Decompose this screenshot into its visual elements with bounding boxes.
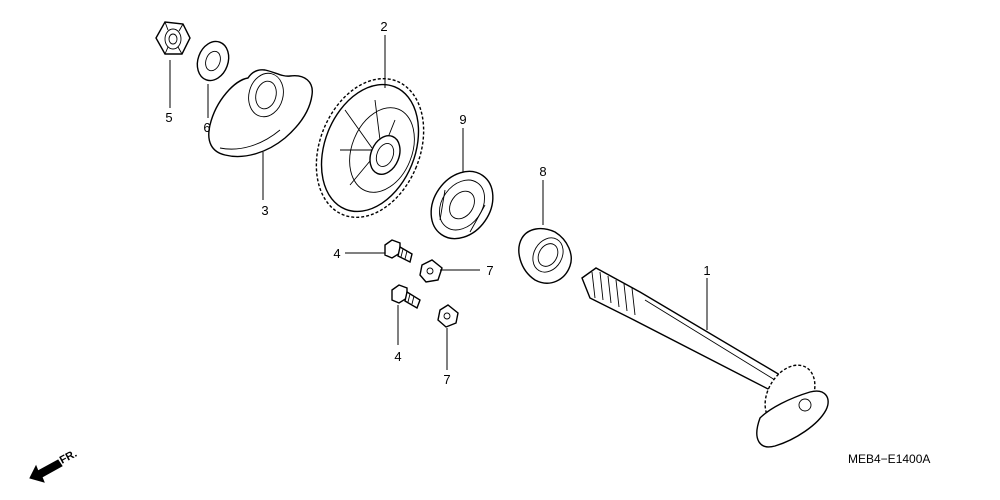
callout-9: 9 [459, 112, 466, 127]
callout-4b: 4 [394, 349, 401, 364]
part-1-shaft [581, 267, 829, 448]
part-4a-bolt [384, 239, 413, 264]
callout-5: 5 [165, 110, 172, 125]
callout-1: 1 [703, 263, 710, 278]
callout-8: 8 [539, 164, 546, 179]
part-8-needle-bearing [518, 227, 572, 284]
callout-7b: 7 [443, 372, 450, 387]
part-4b-bolt [391, 284, 421, 310]
front-direction-label: FR. [58, 448, 79, 467]
part-2-gear [315, 77, 425, 219]
part-6-washer [196, 40, 230, 82]
diagram-code: MEB4−E1400A [848, 452, 930, 466]
callout-6: 6 [203, 120, 210, 135]
callout-2: 2 [380, 19, 387, 34]
leader-lines [169, 35, 708, 370]
callout-7a: 7 [486, 263, 493, 278]
callout-3: 3 [261, 203, 268, 218]
part-3-plate [208, 69, 313, 158]
front-direction-arrow-icon [29, 459, 63, 483]
part-5-nut [155, 21, 191, 55]
part-7b-plate [437, 304, 459, 328]
part-9-bearing [430, 170, 494, 240]
part-7a-plate [419, 259, 443, 283]
callout-4a: 4 [333, 246, 340, 261]
